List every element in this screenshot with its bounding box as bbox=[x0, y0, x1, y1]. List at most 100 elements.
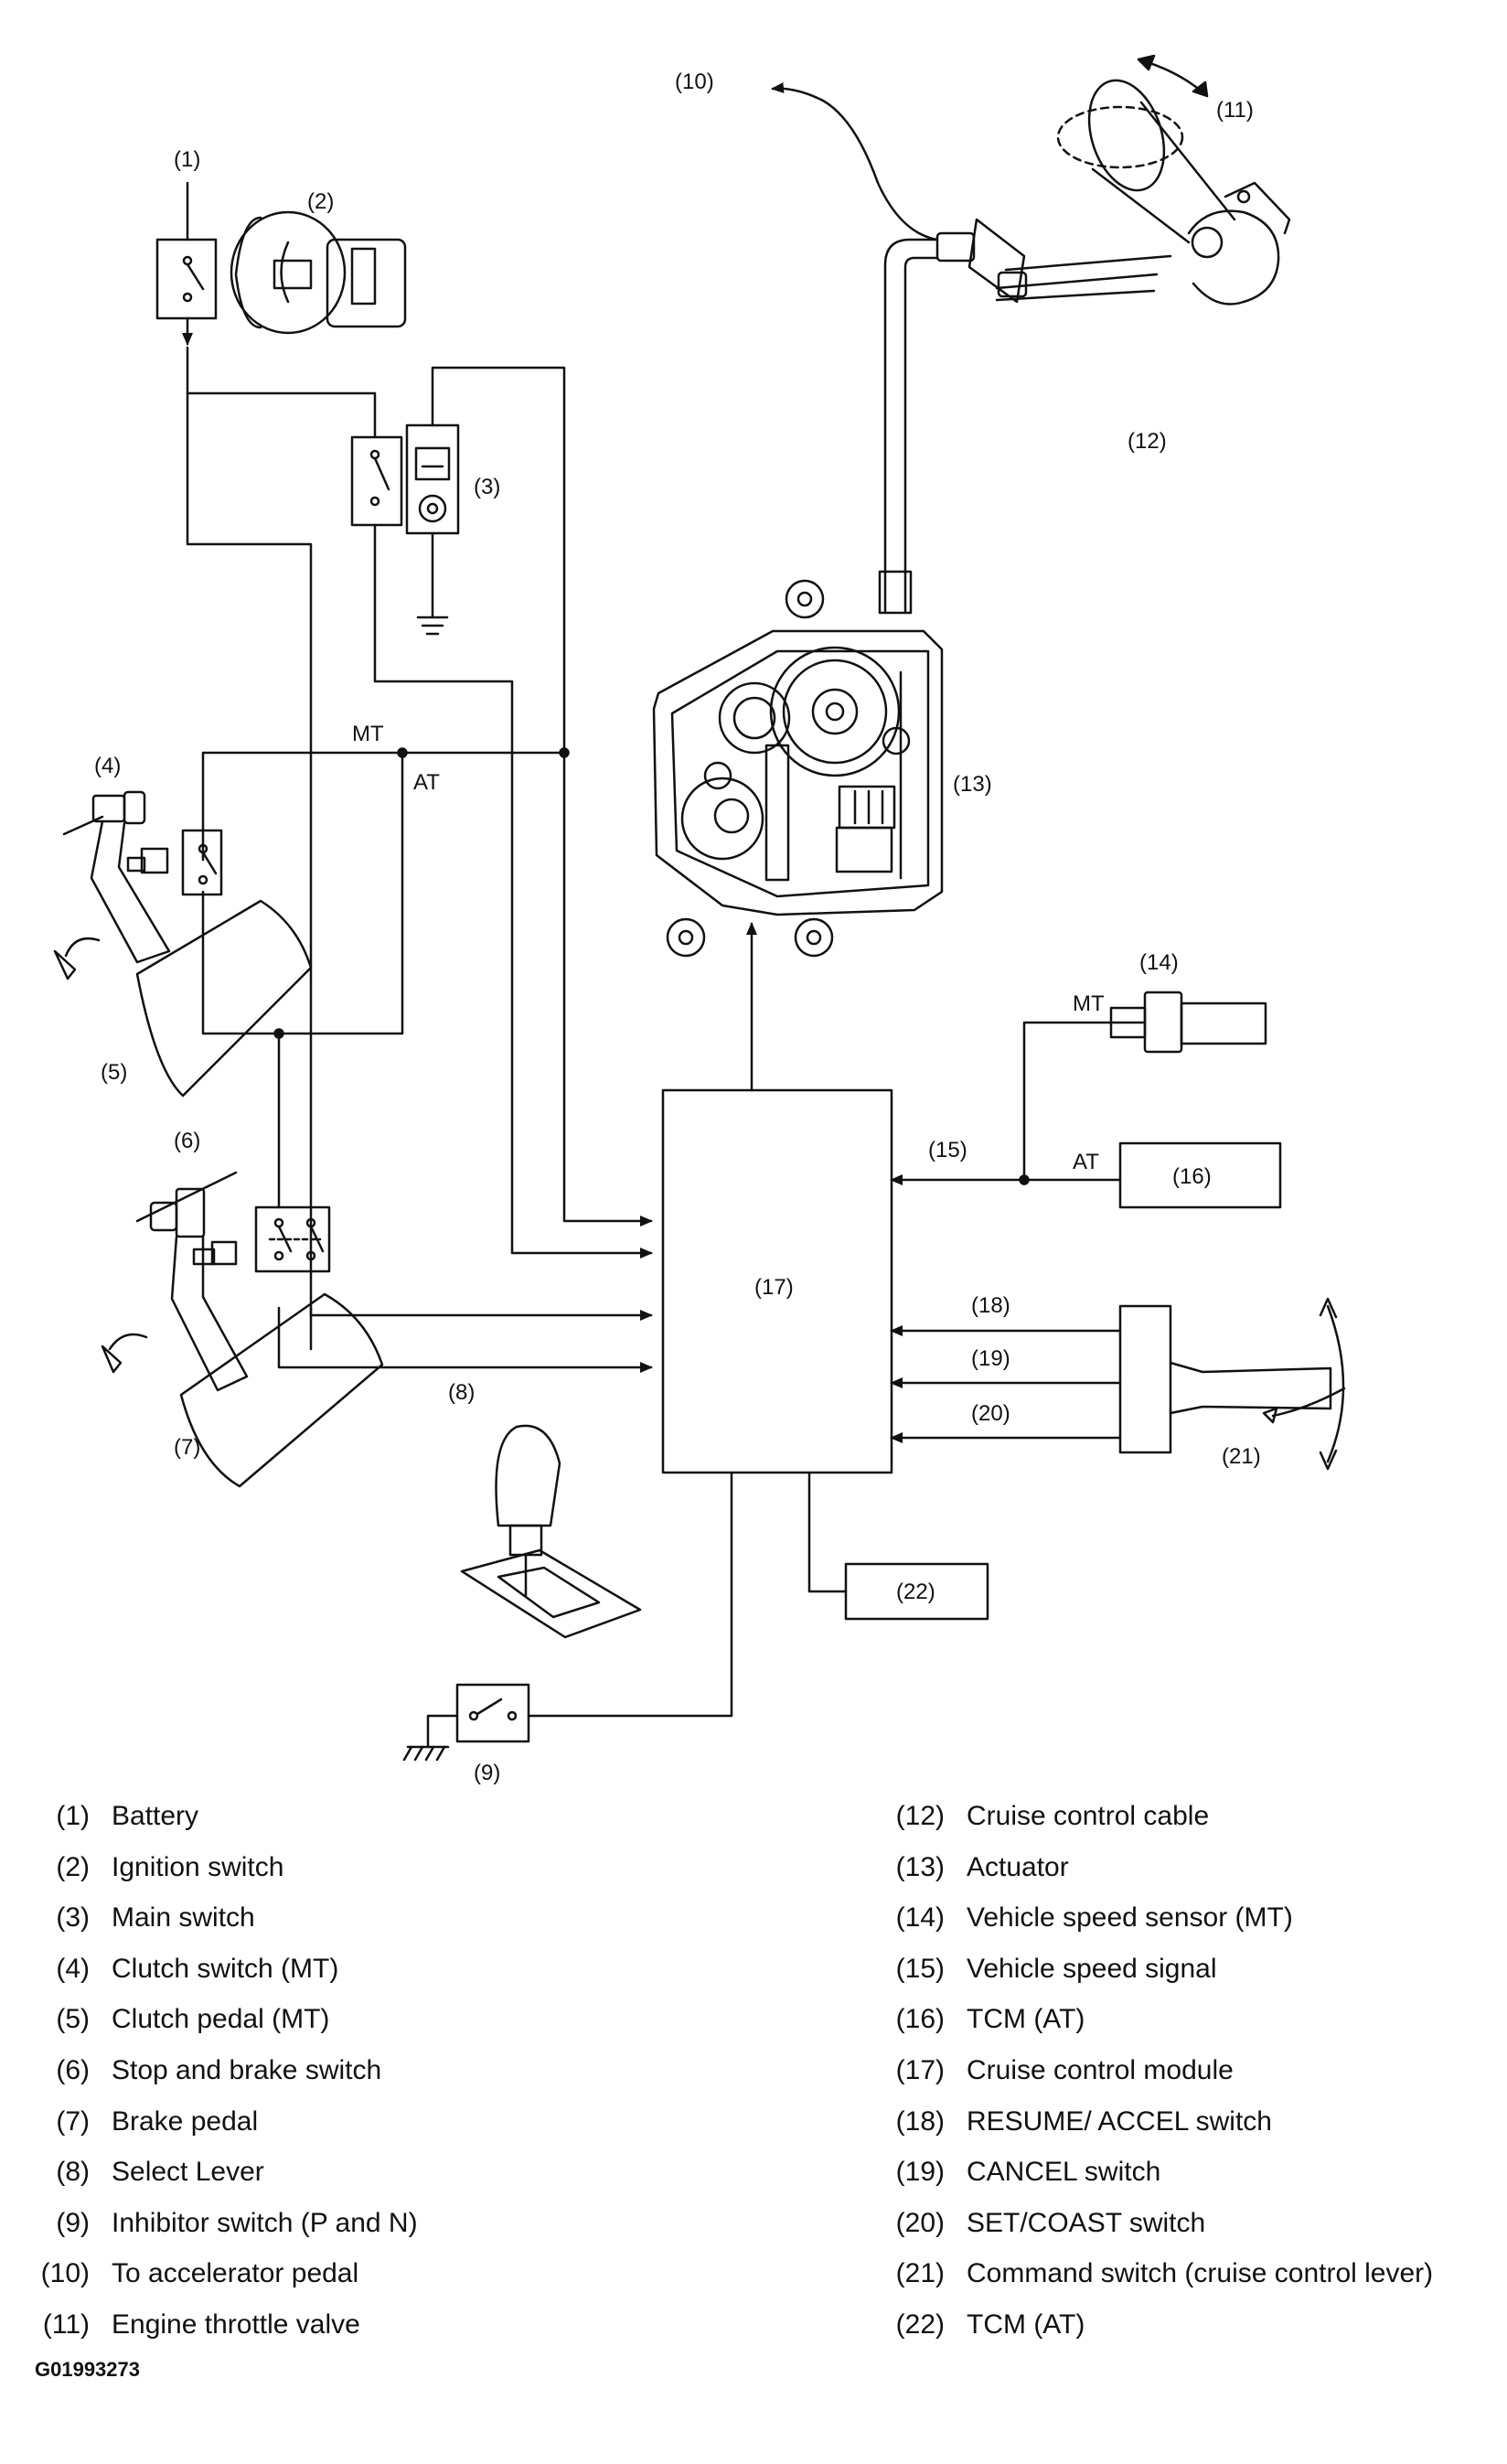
ignition-switch-drawing bbox=[230, 210, 407, 335]
legend-right: (12)Cruise control cable (13)Actuator (1… bbox=[882, 1800, 1434, 2360]
legend-number: (4) bbox=[56, 1953, 90, 1984]
legend-number: (14) bbox=[895, 1902, 945, 1934]
callout-16: (16) bbox=[1172, 1164, 1212, 1189]
cruise-control-cable-drawing bbox=[878, 218, 1172, 615]
legend-item: (20) SET/COAST switch bbox=[882, 2207, 1433, 2258]
figure-code: G01993273 bbox=[35, 2358, 140, 2381]
callout-3: (3) bbox=[474, 475, 500, 499]
legend-number: (10) bbox=[40, 2258, 90, 2289]
legend-number: (6) bbox=[56, 2054, 90, 2085]
legend-text: CANCEL switch bbox=[967, 2157, 1161, 2188]
legend-number: (9) bbox=[56, 2207, 90, 2238]
callout-5: (5) bbox=[101, 1060, 127, 1085]
legend-item: (17)Cruise control module bbox=[882, 2054, 1433, 2105]
legend-text: Inhibitor switch (P and N) bbox=[112, 2207, 418, 2238]
engine-throttle-valve-drawing bbox=[1056, 54, 1291, 305]
legend-item: (3) Main switch bbox=[27, 1902, 418, 1953]
legend-text: Brake pedal bbox=[112, 2105, 259, 2137]
cruise-control-wiring-diagram: (1) (2) (3) (4) (5) (6) (7) (8) (9) (10)… bbox=[53, 54, 1346, 1785]
wire-label-at-clutch: AT bbox=[413, 770, 440, 795]
legend-item: (14) Vehicle speed sensor (MT) bbox=[882, 1902, 1433, 1953]
legend-item: (15)Vehicle speed signal bbox=[882, 1953, 1433, 2004]
callout-12: (12) bbox=[1128, 429, 1167, 454]
legend-text: TCM (AT) bbox=[967, 2309, 1085, 2340]
legend-number: (20) bbox=[895, 2207, 945, 2238]
command-switch-drawing bbox=[1118, 1297, 1346, 1471]
legend-text: TCM (AT) bbox=[967, 2004, 1085, 2035]
legend-number: (21) bbox=[895, 2258, 945, 2289]
wiring bbox=[186, 346, 1147, 1762]
brake-pedal-drawing bbox=[101, 1235, 384, 1488]
tcm-16-box bbox=[1118, 1141, 1282, 1209]
actuator-drawing bbox=[652, 579, 944, 958]
cruise-control-module-box bbox=[661, 1088, 893, 1474]
legend-item: (7) Brake pedal bbox=[27, 2105, 418, 2157]
legend-item: (4) Clutch switch (MT) bbox=[27, 1953, 418, 2004]
callout-21: (21) bbox=[1222, 1444, 1261, 1469]
callout-labels: (1) (2) (3) (4) (5) (6) (7) (8) (9) (10)… bbox=[94, 70, 1261, 1785]
stop-brake-switch-drawing bbox=[135, 1171, 331, 1273]
legend-item: (9) Inhibitor switch (P and N) bbox=[27, 2207, 418, 2258]
tcm-22-box bbox=[844, 1562, 989, 1621]
legend-number: (3) bbox=[56, 1902, 90, 1934]
legend-text: Clutch pedal (MT) bbox=[112, 2004, 330, 2035]
callout-14: (14) bbox=[1139, 950, 1179, 975]
callout-17: (17) bbox=[754, 1275, 794, 1300]
legend-text: Cruise control cable bbox=[967, 1801, 1210, 1831]
callout-15: (15) bbox=[928, 1138, 967, 1162]
legend-text: Main switch bbox=[112, 1902, 255, 1934]
callout-7: (7) bbox=[174, 1435, 200, 1460]
legend-number: (16) bbox=[895, 2004, 945, 2035]
callout-4: (4) bbox=[94, 754, 121, 778]
legend-text: SET/COAST switch bbox=[967, 2207, 1206, 2238]
legend-item: (18)RESUME/ ACCEL switch bbox=[882, 2105, 1433, 2157]
legend-item: (2) Ignition switch bbox=[27, 1851, 418, 1902]
legend-item: (5) Clutch pedal (MT) bbox=[27, 2003, 418, 2054]
legend-number: (11) bbox=[42, 2309, 90, 2340]
legend-item: (19)CANCEL switch bbox=[882, 2156, 1433, 2207]
callout-11: (11) bbox=[1216, 98, 1254, 123]
legend-text: Cruise control module bbox=[967, 2054, 1234, 2085]
callout-19: (19) bbox=[971, 1346, 1010, 1371]
callout-20: (20) bbox=[971, 1401, 1010, 1426]
legend-text: Vehicle speed signal bbox=[967, 1953, 1217, 1984]
legend-text: RESUME/ ACCEL switch bbox=[967, 2105, 1272, 2137]
clutch-switch-drawing bbox=[62, 790, 223, 896]
legend-number: (22) bbox=[895, 2309, 945, 2340]
legend-text: Select Lever bbox=[112, 2157, 264, 2188]
callout-2: (2) bbox=[307, 189, 334, 214]
legend-text: To accelerator pedal bbox=[112, 2258, 359, 2289]
legend-text: Stop and brake switch bbox=[112, 2054, 382, 2085]
legend-text: Ignition switch bbox=[112, 1851, 284, 1882]
legend-text: Vehicle speed sensor (MT) bbox=[967, 1902, 1293, 1934]
callout-13: (13) bbox=[953, 772, 992, 797]
legend-item: (13)Actuator bbox=[882, 1851, 1433, 1902]
legend-item: (6) Stop and brake switch bbox=[27, 2054, 418, 2105]
wire-label-mt-clutch: MT bbox=[352, 722, 384, 746]
wire-label-at-speed: AT bbox=[1073, 1150, 1099, 1174]
legend-item: (12)Cruise control cable bbox=[882, 1800, 1433, 1851]
callout-9: (9) bbox=[474, 1761, 500, 1785]
legend-item: (11)Engine throttle valve bbox=[27, 2309, 418, 2360]
legend-item: (22) TCM (AT) bbox=[882, 2309, 1433, 2360]
accelerator-pedal-arrow bbox=[771, 82, 939, 241]
legend-number: (1) bbox=[56, 1801, 90, 1831]
legend-number: (8) bbox=[56, 2157, 90, 2188]
legend-number: (5) bbox=[56, 2004, 90, 2035]
callout-6: (6) bbox=[174, 1129, 200, 1153]
legend-text: Command switch (cruise control lever) bbox=[967, 2258, 1434, 2289]
legend-text: Clutch switch (MT) bbox=[112, 1953, 339, 1984]
legend-item: (21) Command switch (cruise control lever… bbox=[882, 2257, 1434, 2309]
inhibitor-switch-drawing bbox=[455, 1683, 530, 1743]
callout-1: (1) bbox=[174, 147, 200, 172]
legend-item: (10) To accelerator pedal bbox=[27, 2257, 418, 2309]
callout-22: (22) bbox=[896, 1580, 935, 1604]
battery-symbol bbox=[155, 181, 218, 346]
legend-text: Actuator bbox=[967, 1851, 1069, 1882]
legend-number: (7) bbox=[56, 2105, 90, 2137]
wire-label-mt-speed: MT bbox=[1073, 991, 1105, 1016]
callout-10: (10) bbox=[675, 70, 714, 94]
legend-number: (2) bbox=[56, 1851, 90, 1882]
legend-left: (1)Battery (2)Ignition switch (3)Main sw… bbox=[27, 1800, 418, 2360]
main-switch-drawing bbox=[350, 423, 460, 636]
